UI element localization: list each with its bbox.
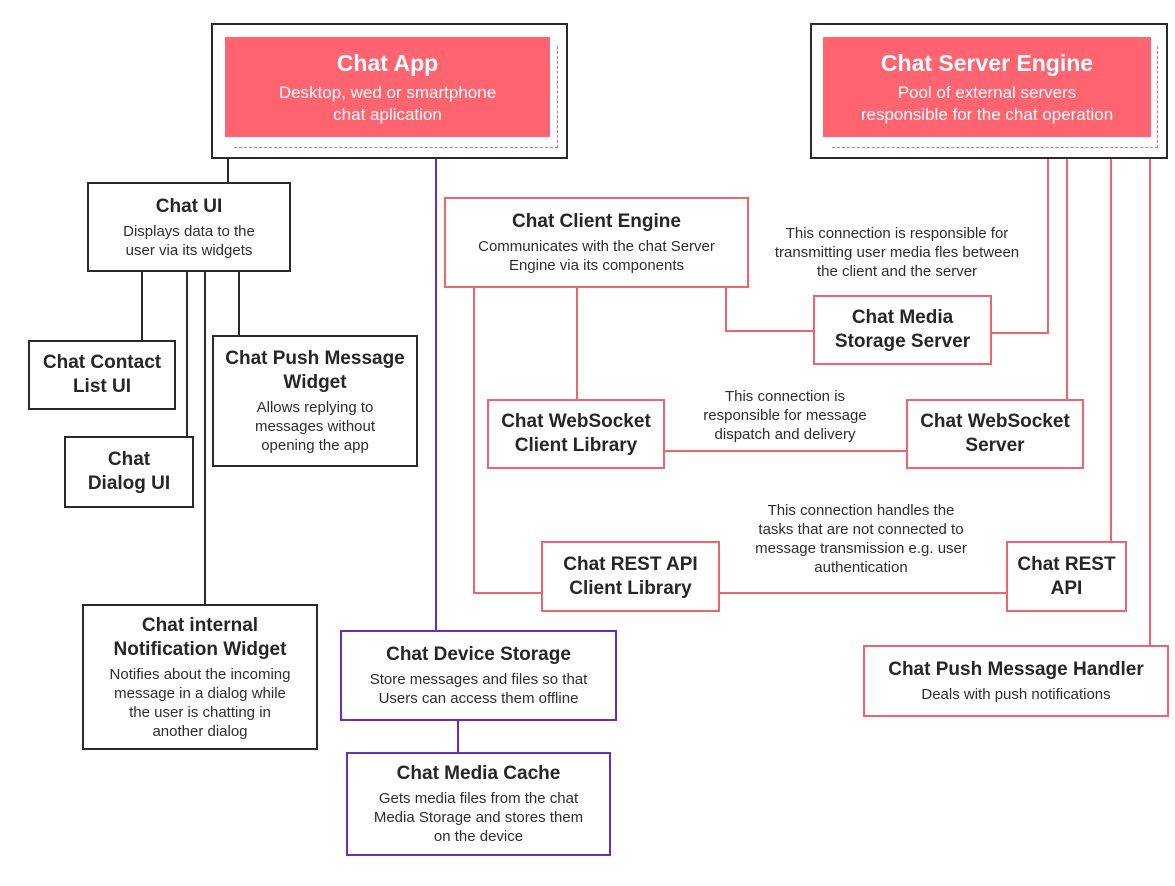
ws-server-title: Chat WebSocket Server	[920, 411, 1070, 456]
push-handler-desc: Deals with push notifications	[921, 686, 1111, 703]
chat-app-title: Chat App	[336, 50, 439, 76]
media-storage-node[interactable]: Chat Media Storage Server	[813, 295, 992, 365]
push-widget-desc: Allows replying to messages without open…	[254, 399, 376, 454]
contact-list-title: Chat Contact List UI	[42, 352, 162, 397]
media-cache-title: Chat Media Cache	[396, 763, 561, 784]
server-engine-dashed-shadow	[832, 46, 1158, 148]
dialog-ui-node[interactable]: Chat Dialog UI	[64, 436, 194, 508]
device-storage-title: Chat Device Storage	[386, 644, 571, 665]
chat-app-dashed-shadow	[234, 46, 558, 148]
dialog-ui-title: Chat Dialog UI	[87, 449, 171, 494]
ws-client-title: Chat WebSocket Client Library	[501, 411, 651, 456]
server-engine-desc: Pool of external servers responsible for…	[860, 83, 1114, 124]
chat-ui-desc: Displays data to the user via its widget…	[123, 222, 255, 259]
media-cache-node[interactable]: Chat Media Cache Gets media files from t…	[346, 752, 611, 856]
push-handler-title: Chat Push Message Handler	[888, 659, 1144, 680]
chat-ui-title: Chat UI	[155, 195, 223, 217]
rest-api-title: Chat REST API	[1017, 553, 1116, 599]
device-storage-node[interactable]: Chat Device Storage Store messages and f…	[340, 630, 617, 721]
ws-client-node[interactable]: Chat WebSocket Client Library	[487, 399, 665, 469]
ws-server-node[interactable]: Chat WebSocket Server	[906, 399, 1084, 469]
client-engine-title: Chat Client Engine	[512, 211, 681, 232]
client-engine-desc: Communicates with the chat Server Engine…	[478, 238, 715, 274]
device-storage-desc: Store messages and files so that Users c…	[369, 671, 588, 707]
notification-widget-desc: Notifies about the incoming message in a…	[109, 665, 291, 740]
media-storage-title: Chat Media Storage Server	[834, 307, 971, 352]
server-engine-title: Chat Server Engine	[880, 50, 1094, 76]
media-cache-desc: Gets media files from the chat Media Sto…	[373, 790, 584, 845]
server-engine-node[interactable]: Chat Server Engine Pool of external serv…	[823, 37, 1151, 137]
push-widget-node[interactable]: Chat Push Message Widget Allows replying…	[212, 335, 418, 467]
connector-server-to-media	[992, 158, 1049, 334]
push-widget-title: Chat Push Message Widget	[225, 348, 405, 393]
rest-client-title: Chat REST API Client Library	[563, 553, 698, 599]
contact-list-node[interactable]: Chat Contact List UI	[28, 340, 176, 410]
chat-ui-node[interactable]: Chat UI Displays data to the user via it…	[87, 182, 291, 272]
push-handler-node[interactable]: Chat Push Message Handler Deals with pus…	[863, 645, 1169, 717]
chat-app-desc: Desktop, wed or smartphone chat aplicati…	[278, 83, 497, 124]
client-engine-node[interactable]: Chat Client Engine Communicates with the…	[444, 197, 749, 288]
chat-app-node[interactable]: Chat App Desktop, wed or smartphone chat…	[225, 37, 550, 137]
connector-client-to-rest-client	[473, 288, 541, 594]
websocket-connection-note: This connection is responsible for messa…	[703, 388, 867, 443]
notification-widget-title: Chat internal Notification Widget	[113, 614, 287, 660]
rest-api-node[interactable]: Chat REST API	[1006, 541, 1127, 612]
rest-client-node[interactable]: Chat REST API Client Library	[541, 541, 720, 612]
notification-widget-node[interactable]: Chat internal Notification Widget Notifi…	[82, 604, 318, 750]
media-connection-note: This connection is responsible for trans…	[774, 225, 1020, 280]
rest-connection-note: This connection handles the tasks that a…	[755, 502, 967, 576]
connector-client-to-media	[725, 288, 813, 332]
